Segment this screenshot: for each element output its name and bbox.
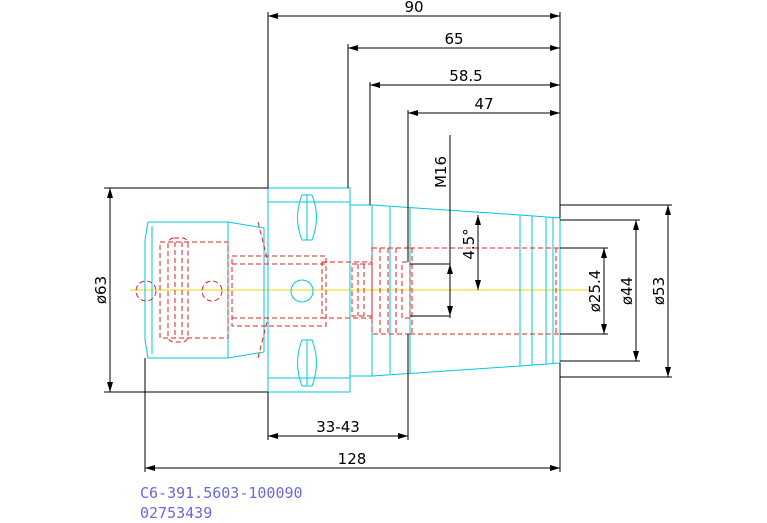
dim-65-label: 65 (444, 30, 463, 48)
dimension-lines (104, 12, 672, 472)
dim-90-label: 90 (404, 0, 423, 16)
dia-44-label: ø44 (618, 277, 636, 305)
part-number: 02753439 (140, 504, 212, 522)
dia-25-4-label: ø25.4 (586, 270, 604, 313)
dim-128-label: 128 (338, 450, 367, 468)
dia-63-label: ø63 (92, 276, 110, 304)
arrowheads (107, 13, 671, 471)
dim-58-5-label: 58.5 (449, 67, 482, 85)
part-code: C6-391.5603-100090 (140, 484, 303, 502)
dim-33-43-label: 33-43 (316, 418, 360, 436)
dia-53-label: ø53 (650, 277, 668, 305)
dim-47-label: 47 (474, 95, 493, 113)
angle-4-5-label: 4.5° (460, 228, 478, 259)
thread-m16-label: M16 (432, 156, 450, 188)
tool-outline (144, 187, 561, 393)
hidden-lines (135, 221, 560, 359)
